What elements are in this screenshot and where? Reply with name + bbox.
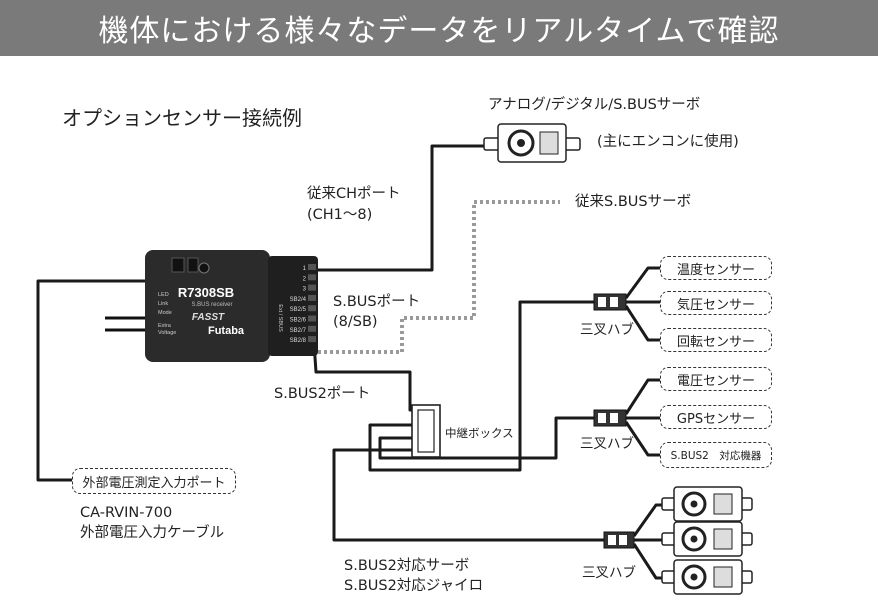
hub-3-icon	[603, 531, 635, 549]
sbus2-servo-label: S.BUS2対応サーボ	[344, 558, 470, 574]
sbus2-port-label: S.BUS2ポート	[274, 386, 371, 402]
receiver-label-4: Voltage	[158, 330, 176, 336]
receiver-port-5: SB2/6	[290, 318, 307, 324]
sbus-port-range-label: (8/SB)	[333, 314, 378, 330]
banner-title: 機体における様々なデータをリアルタイムで確認	[0, 0, 878, 56]
voltage-sensor-box: 電圧センサー	[660, 367, 772, 391]
receiver-port-7: SB2/8	[290, 338, 307, 344]
link-button	[198, 262, 210, 274]
receiver-label-2: Mode	[158, 310, 172, 316]
sbus2-gyro-label: S.BUS2対応ジャイロ	[344, 578, 484, 594]
receiver-port-pin	[308, 305, 316, 312]
wire-ext-voltage	[36, 279, 148, 482]
receiver-unit: R7308SB S.BUS receiver FASST Futaba LED L…	[145, 250, 318, 362]
wire-relay-hub3	[332, 448, 604, 542]
hub-2-label: 三叉ハブ	[580, 436, 634, 452]
rpm-sensor-box: 回転センサー	[660, 328, 772, 352]
receiver-model: R7308SB	[178, 285, 234, 300]
diagram-heading: オプションセンサー接続例	[62, 106, 302, 130]
aircon-use-label: (主にエンコンに使用)	[597, 134, 739, 150]
pressure-sensor-box: 気圧センサー	[660, 291, 772, 315]
receiver-port-pin	[308, 284, 316, 291]
receiver-body	[145, 250, 270, 362]
relay-box-label: 中継ボックス	[445, 426, 514, 440]
connection-diagram: R7308SB S.BUS receiver FASST Futaba LED L…	[36, 123, 753, 595]
relay-box	[411, 404, 441, 458]
ch-port-range-label: (CH1〜8)	[307, 207, 373, 223]
sbus-port-label: S.BUSポート	[333, 294, 421, 310]
receiver-port-pin	[308, 274, 316, 281]
wire-hub2-voltage	[624, 378, 660, 415]
receiver-port-pin	[308, 336, 316, 343]
analog-servo-icon	[483, 123, 581, 163]
receiver-port-1: 2	[303, 276, 307, 282]
analog-servo-label: アナログ/デジタル/S.BUSサーボ	[488, 97, 701, 113]
sbus2-servo-icon	[661, 521, 753, 557]
wire-hub1-rpm	[624, 305, 660, 342]
wire-relay-hub2	[378, 416, 594, 460]
receiver-label-0: LED	[158, 292, 169, 298]
receiver-port-0: 1	[303, 266, 307, 272]
wire-ch-port	[316, 144, 492, 272]
receiver-subtitle: S.BUS receiver	[191, 302, 232, 308]
receiver-port-2: 3	[303, 287, 307, 293]
wire-relay-hub1	[368, 300, 594, 472]
legacy-sbus-label: 従来S.BUSサーボ	[575, 194, 692, 210]
receiver-port-pin	[308, 264, 316, 270]
sbus2-servo-icon	[661, 559, 753, 595]
receiver-port-3: SB2/4	[290, 297, 307, 303]
cable-model-label: CA-RVIN-700	[80, 505, 173, 521]
ch-port-label: 従来CHポート	[307, 186, 401, 202]
receiver-port-4: SB2/5	[290, 307, 307, 313]
ext-sbus-label: Ext / SBUS	[277, 304, 283, 332]
wire-legacy-sbus	[318, 200, 560, 354]
hub-1-icon	[593, 293, 627, 311]
hub-1-label: 三叉ハブ	[580, 322, 634, 338]
wire-hub1-temp	[624, 266, 660, 299]
ext-voltage-port-label: 外部電圧測定入力ポート	[72, 468, 236, 494]
sbus2-device-box: S.BUS2 対応機器	[660, 442, 772, 468]
gps-sensor-box: GPSセンサー	[660, 405, 772, 429]
receiver-port-pin	[308, 325, 316, 332]
hub-3-label: 三叉ハブ	[582, 565, 636, 581]
temperature-sensor-box: 温度センサー	[660, 256, 772, 280]
fasst-logo: FASST	[192, 312, 225, 323]
receiver-port-pin	[308, 294, 316, 301]
sbus2-servo-icon	[661, 486, 753, 522]
wire-hub2-sbus2	[624, 421, 660, 457]
cable-name-label: 外部電圧入力ケーブル	[80, 525, 225, 541]
receiver-port-6: SB2/7	[290, 328, 307, 334]
receiver-label-3: Extra	[158, 323, 172, 329]
brand-label: Futaba	[208, 325, 245, 337]
hub-2-icon	[593, 409, 627, 427]
receiver-label-1: Link	[158, 301, 168, 307]
receiver-port-pin	[308, 315, 316, 322]
